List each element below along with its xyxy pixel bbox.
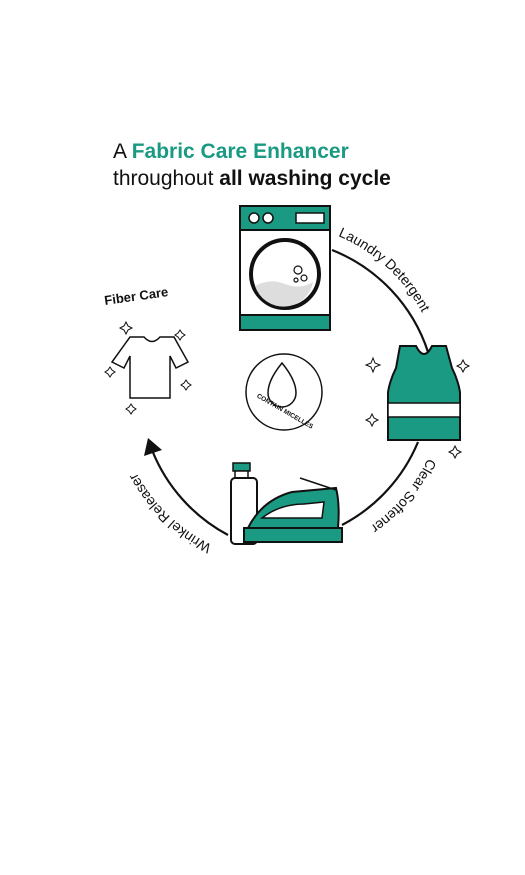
- cycle-arrow-head-icon: [144, 438, 162, 456]
- cycle-arc-top-right: [331, 248, 430, 353]
- headline-line2-prefix: throughout: [113, 167, 220, 190]
- label-fiber-care: Fiber Care: [103, 284, 169, 308]
- water-drop-icon: [267, 361, 297, 408]
- headline-prefix: A: [113, 140, 132, 163]
- label-laundry-detergent: Laundry Detergent: [337, 224, 434, 314]
- sparkle-icon: [364, 356, 471, 460]
- t-shirt-icon: [110, 336, 190, 399]
- sparkle-icon: [104, 320, 192, 415]
- center-badge: CONTAIN MICELLES: [245, 353, 323, 431]
- headline: A Fabric Care Enhancer throughout all was…: [113, 138, 513, 192]
- washing-machine-icon: [239, 205, 331, 331]
- vest-icon: [387, 345, 461, 441]
- iron-icon: [243, 477, 343, 543]
- headline-line2-strong: all washing cycle: [219, 167, 391, 190]
- cycle-arc-bottom-left: [150, 449, 229, 536]
- headline-accent: Fabric Care Enhancer: [131, 140, 349, 163]
- cycle-arc-bottom-right: [341, 441, 420, 526]
